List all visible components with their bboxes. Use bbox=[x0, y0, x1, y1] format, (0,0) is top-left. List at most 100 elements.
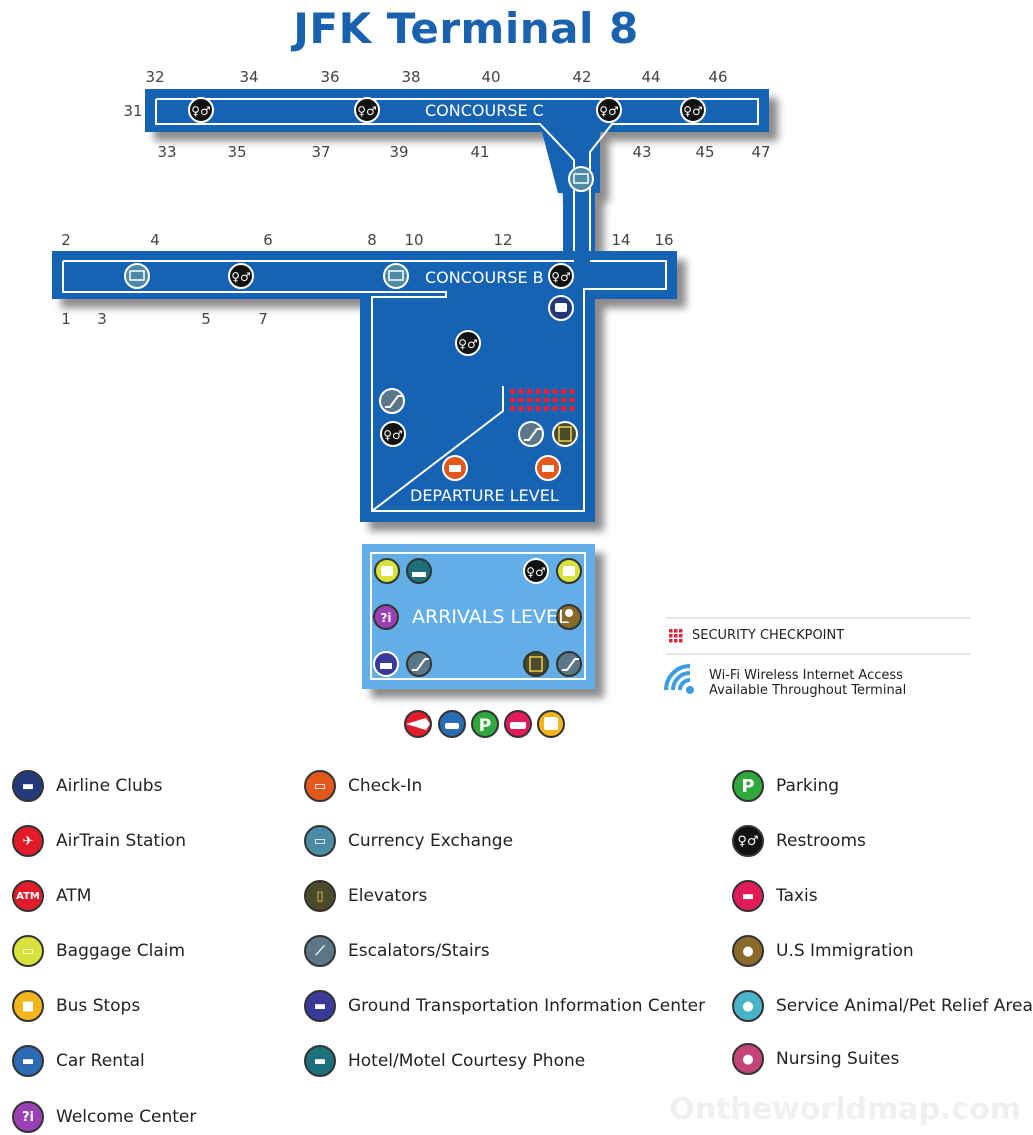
svg-text:♀♂: ♀♂ bbox=[551, 270, 571, 284]
gate-number: 14 bbox=[611, 231, 631, 249]
security-dot bbox=[669, 634, 673, 638]
wifi-icon bbox=[664, 664, 694, 694]
legend-baggage-claim: ▭ Baggage Claim bbox=[12, 933, 185, 969]
legend-check-in: ▭ Check-In bbox=[304, 768, 422, 804]
security-dot bbox=[552, 406, 558, 411]
armchair-icon bbox=[548, 295, 574, 321]
legend-pet-relief: ● Service Animal/Pet Relief Area bbox=[732, 988, 1033, 1024]
security-dot bbox=[544, 406, 549, 411]
svg-text:♀♂: ♀♂ bbox=[383, 428, 403, 442]
svg-text:♀♂: ♀♂ bbox=[526, 565, 546, 579]
ground-transport-icon bbox=[373, 651, 399, 677]
gate-number: 1 bbox=[61, 310, 71, 328]
check-in-icon bbox=[535, 455, 561, 481]
security-dot bbox=[569, 406, 575, 411]
security-dot bbox=[569, 397, 575, 403]
legend-car-rental: ▬ Car Rental bbox=[12, 1043, 145, 1079]
svg-text:♀♂: ♀♂ bbox=[458, 337, 478, 351]
legend-immigration: ● U.S Immigration bbox=[732, 933, 914, 969]
parking-icon: P bbox=[732, 770, 764, 802]
legend-escalators: ⟋ Escalators/Stairs bbox=[304, 933, 490, 969]
restroom-icon: ♀♂ bbox=[680, 97, 706, 123]
gate-number: 35 bbox=[227, 143, 247, 161]
arrivals-level-label: ARRIVALS LEVEL bbox=[412, 606, 569, 628]
legend-welcome-center: ?i Welcome Center bbox=[12, 1099, 196, 1135]
gate-number: 34 bbox=[239, 68, 259, 86]
watermark: Ontheworldmap.com bbox=[669, 1092, 1021, 1127]
gate-number: 3 bbox=[97, 310, 107, 328]
elevator-icon bbox=[552, 421, 578, 447]
gate-number: 42 bbox=[572, 68, 592, 86]
restroom-icon: ♀♂ bbox=[732, 825, 764, 857]
security-key-label: SECURITY CHECKPOINT bbox=[692, 628, 845, 643]
security-dot bbox=[679, 639, 683, 643]
legend-atm: ATM ATM bbox=[12, 878, 91, 914]
security-dot bbox=[518, 389, 524, 394]
security-dot bbox=[510, 397, 515, 403]
nursing-icon: ● bbox=[732, 1043, 764, 1075]
taxi-icon: ▬ bbox=[732, 880, 764, 912]
restroom-icon: ♀♂ bbox=[596, 97, 622, 123]
security-dot bbox=[669, 639, 673, 643]
gate-number: 7 bbox=[258, 310, 268, 328]
security-dot bbox=[510, 406, 515, 411]
security-dot bbox=[569, 389, 575, 394]
svg-text:?i: ?i bbox=[380, 611, 391, 625]
gate-number: 4 bbox=[150, 231, 160, 249]
ground-transport-icon: ▬ bbox=[304, 990, 336, 1022]
gate-number: 16 bbox=[654, 231, 674, 249]
gate-number: 40 bbox=[481, 68, 501, 86]
security-dot bbox=[674, 639, 678, 643]
immigration-officer-icon bbox=[556, 604, 582, 630]
gate-number: 12 bbox=[493, 231, 513, 249]
gate-number: 2 bbox=[61, 231, 71, 249]
immigration-officer-icon: ● bbox=[732, 935, 764, 967]
info-icon: ?i bbox=[12, 1101, 44, 1133]
security-dot bbox=[510, 389, 515, 394]
restroom-icon: ♀♂ bbox=[523, 558, 549, 584]
security-dot bbox=[527, 389, 532, 394]
svg-text:P: P bbox=[479, 716, 491, 736]
svg-text:♀♂: ♀♂ bbox=[231, 270, 251, 284]
security-dot bbox=[527, 397, 532, 403]
security-dot bbox=[544, 389, 549, 394]
security-dot bbox=[552, 397, 558, 403]
suitcase-icon bbox=[556, 558, 582, 584]
security-key-swatch bbox=[669, 629, 683, 643]
currency-icon bbox=[568, 166, 594, 192]
restroom-icon: ♀♂ bbox=[188, 97, 214, 123]
bus-icon: ■ bbox=[12, 990, 44, 1022]
security-dot bbox=[561, 397, 566, 403]
currency-icon: ▭ bbox=[304, 825, 336, 857]
security-dot bbox=[674, 634, 678, 638]
security-dot bbox=[518, 406, 524, 411]
gate-number: 6 bbox=[263, 231, 273, 249]
hotel-bed-icon: ▬ bbox=[304, 1045, 336, 1077]
concourse-b-outline bbox=[62, 260, 667, 512]
restroom-icon: ♀♂ bbox=[455, 330, 481, 356]
gate-number: 46 bbox=[708, 68, 728, 86]
legend-restrooms: ♀♂ Restrooms bbox=[732, 823, 866, 859]
security-dot bbox=[552, 389, 558, 394]
gate-number: 36 bbox=[320, 68, 340, 86]
gate-number: 41 bbox=[470, 143, 490, 161]
security-dot bbox=[669, 629, 673, 633]
gate-number: 38 bbox=[401, 68, 421, 86]
gate-number: 33 bbox=[157, 143, 177, 161]
legend-nursing: ● Nursing Suites bbox=[732, 1041, 899, 1077]
info-icon: ?i bbox=[373, 604, 399, 630]
security-dot bbox=[535, 406, 541, 411]
restroom-icon: ♀♂ bbox=[354, 97, 380, 123]
svg-text:♀♂: ♀♂ bbox=[683, 104, 703, 118]
escalator-icon bbox=[406, 651, 432, 677]
legend-ground-transportation: ▬ Ground Transportation Information Cent… bbox=[304, 988, 705, 1024]
legend-elevators: ▯ Elevators bbox=[304, 878, 427, 914]
train-icon bbox=[404, 710, 432, 738]
gate-number: 31 bbox=[123, 102, 143, 120]
armchair-icon: ▬ bbox=[12, 770, 44, 802]
security-dot bbox=[535, 397, 541, 403]
legend-currency-exchange: ▭ Currency Exchange bbox=[304, 823, 513, 859]
taxi-icon bbox=[504, 710, 532, 738]
security-dot bbox=[527, 406, 532, 411]
train-icon: ✈ bbox=[12, 825, 44, 857]
